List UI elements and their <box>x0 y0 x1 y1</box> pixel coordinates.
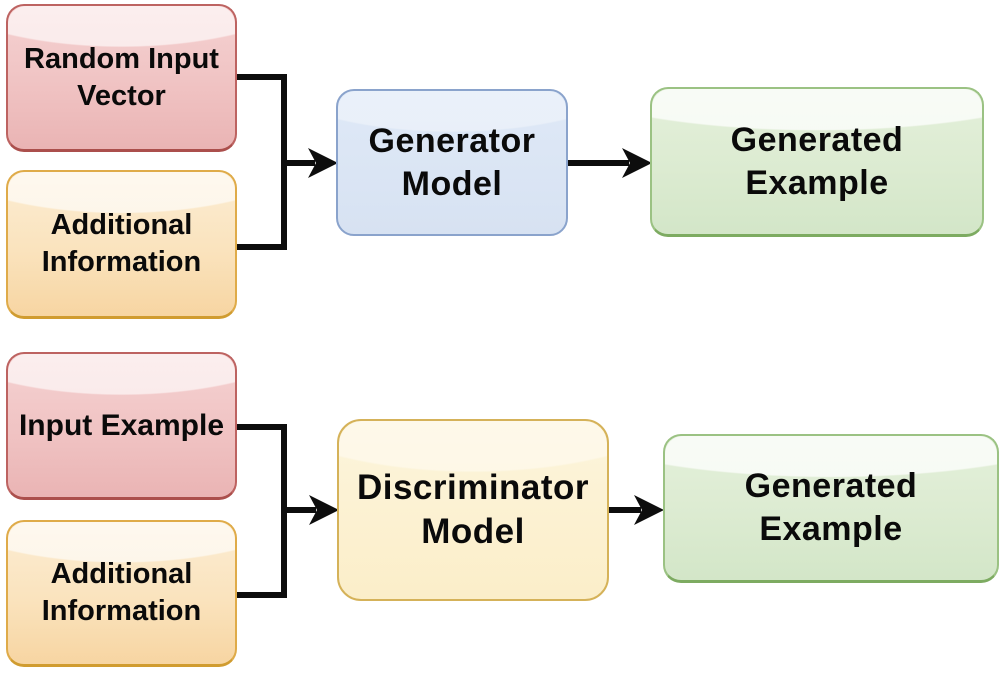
node-random-input-vector: Random Input Vector <box>6 4 237 152</box>
node-input-example: Input Example <box>6 352 237 500</box>
discriminator-inputs-merge-line <box>234 424 287 598</box>
node-label: Discriminator Model <box>356 467 590 551</box>
node-label: Input Example <box>18 408 225 442</box>
node-additional-information-top: Additional Information <box>6 170 237 319</box>
node-label: Additional Information <box>41 209 202 278</box>
generator-to-output-arrowhead <box>622 148 652 178</box>
node-label: Generated Example <box>744 467 918 548</box>
node-generated-example-top: Generated Example <box>650 87 984 237</box>
node-discriminator-model: Discriminator Model <box>337 419 609 601</box>
node-label: Additional Information <box>41 558 202 627</box>
node-label: Generated Example <box>730 120 904 202</box>
node-label: Generator Model <box>368 121 536 203</box>
generator-flow-connectors <box>234 74 652 250</box>
merge-to-generator-arrowhead <box>308 148 338 178</box>
merge-to-discriminator-arrowhead <box>309 495 339 525</box>
node-generated-example-bottom: Generated Example <box>663 434 999 583</box>
node-generator-model: Generator Model <box>336 89 568 236</box>
node-label: Random Input Vector <box>24 42 219 112</box>
generator-inputs-merge-line <box>234 74 287 250</box>
discriminator-to-output-arrowhead <box>634 495 664 525</box>
discriminator-flow-connectors <box>234 424 664 598</box>
node-additional-information-bottom: Additional Information <box>6 520 237 667</box>
